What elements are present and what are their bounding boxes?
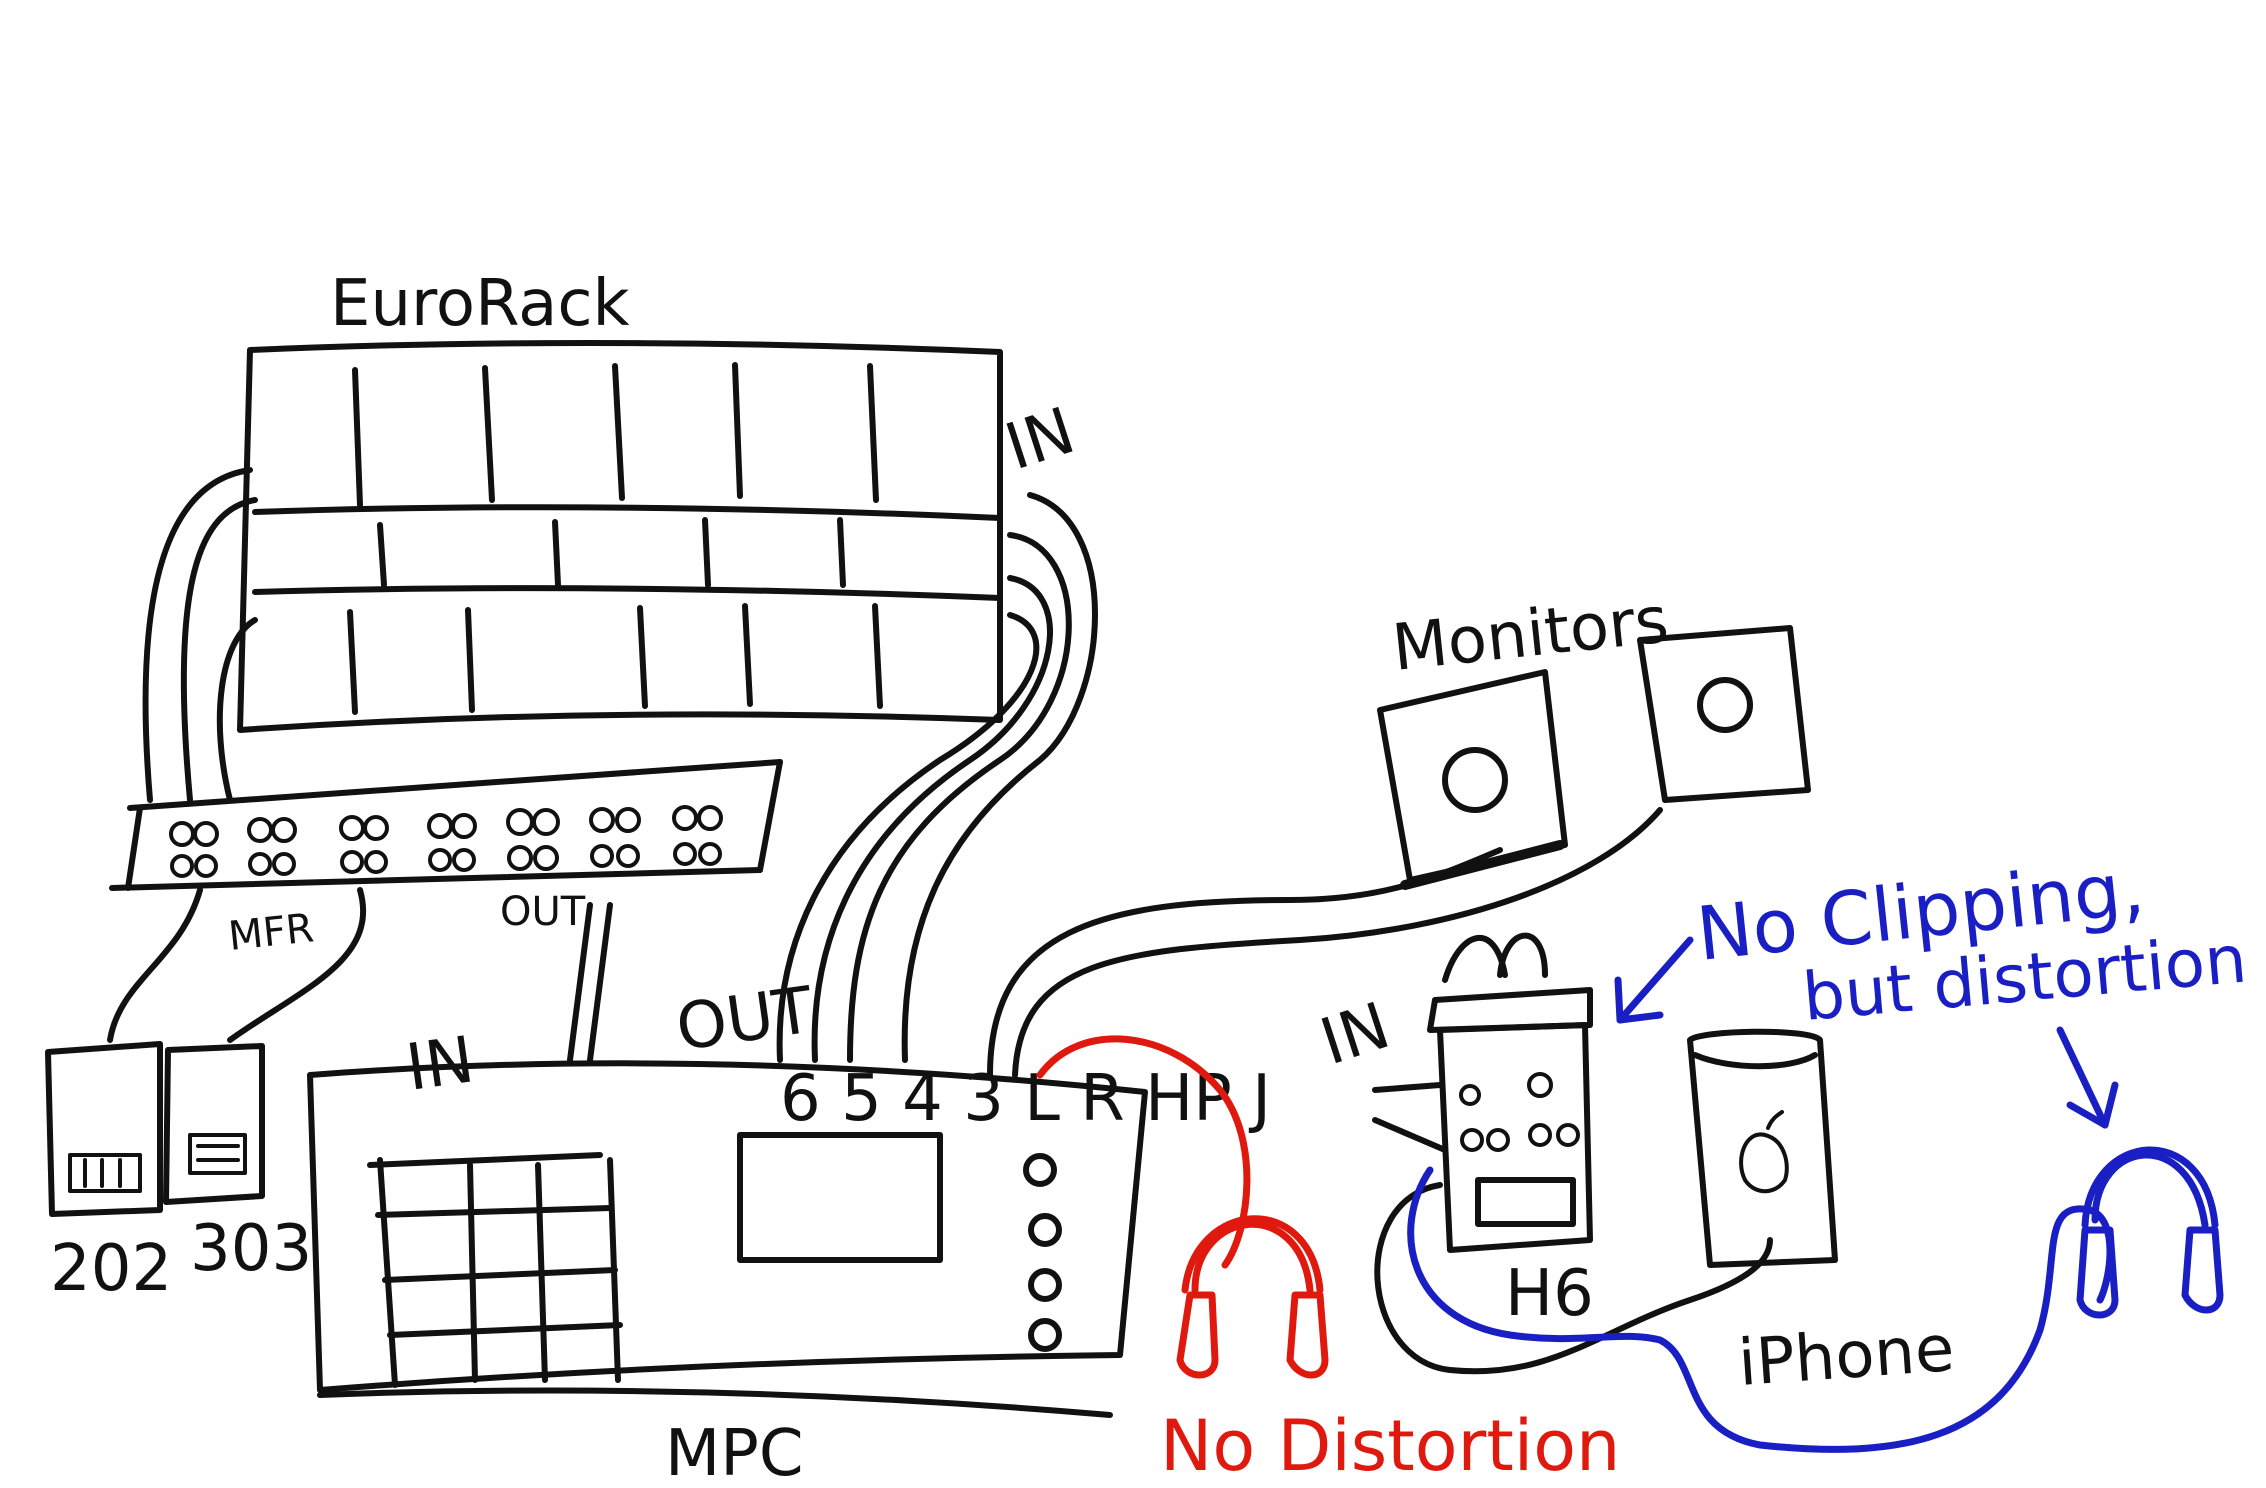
h6-in-cable bbox=[1372, 1117, 1448, 1153]
mpc-to-monitor-right-cable bbox=[1012, 807, 1663, 1078]
eurorack-case bbox=[237, 339, 1003, 733]
blue-headphone-cable bbox=[1407, 1166, 2114, 1453]
patchbay-out-label: OUT bbox=[500, 889, 586, 935]
mpc-to-monitor-left-cable bbox=[987, 847, 1503, 1078]
h6-label: H6 bbox=[1505, 1257, 1594, 1331]
patch-to-202-cable bbox=[107, 887, 203, 1043]
patch-to-mpc-cable-1 bbox=[567, 902, 593, 1063]
tr202-label: 202 bbox=[50, 1232, 172, 1306]
mpc-unit bbox=[307, 1060, 1148, 1393]
eurorack-right-cables bbox=[776, 492, 1098, 1063]
h6-recorder bbox=[1427, 932, 1593, 1253]
patch-to-mpc-cable-2 bbox=[587, 902, 613, 1063]
eurorack-in-label: IN bbox=[997, 394, 1083, 485]
eurorack-left-cables bbox=[142, 467, 258, 803]
h6-in-arrow-line bbox=[1372, 1082, 1443, 1093]
mpc-ports-label: 6 5 4 3 L R HP J bbox=[780, 1062, 1271, 1136]
monitors-label: Monitors bbox=[1389, 583, 1672, 686]
h6-in-label: IN bbox=[1312, 989, 1398, 1080]
tr202-box bbox=[45, 1041, 163, 1217]
blue-headphones-icon bbox=[2076, 1146, 2224, 1319]
patchbay bbox=[109, 759, 783, 891]
mfr-label: MFR bbox=[226, 905, 316, 960]
patch-to-303-cable bbox=[227, 887, 367, 1043]
blue-arrow-to-headphones-icon bbox=[2056, 1026, 2119, 1129]
mpc-out-label: OUT bbox=[672, 973, 818, 1065]
blue-arrow-to-h6-icon bbox=[1614, 936, 1694, 1024]
iphone-label: iPhone bbox=[1736, 1312, 1957, 1401]
eurorack-label: EuroRack bbox=[330, 267, 630, 341]
red-headphones-icon bbox=[1176, 1215, 1329, 1379]
monitor-left bbox=[1377, 669, 1568, 890]
h6-iphone-cable bbox=[1374, 1182, 1773, 1375]
tb303-box bbox=[163, 1043, 265, 1205]
monitor-right bbox=[1637, 625, 1811, 803]
mpc-base-line bbox=[317, 1387, 1113, 1418]
mpc-label: MPC bbox=[665, 1417, 804, 1488]
tb303-label: 303 bbox=[190, 1212, 312, 1286]
red-annotation: No Distortion bbox=[1160, 1405, 1620, 1487]
iphone-device bbox=[1687, 1028, 1838, 1268]
mpc-in-label: IN bbox=[402, 1023, 478, 1106]
